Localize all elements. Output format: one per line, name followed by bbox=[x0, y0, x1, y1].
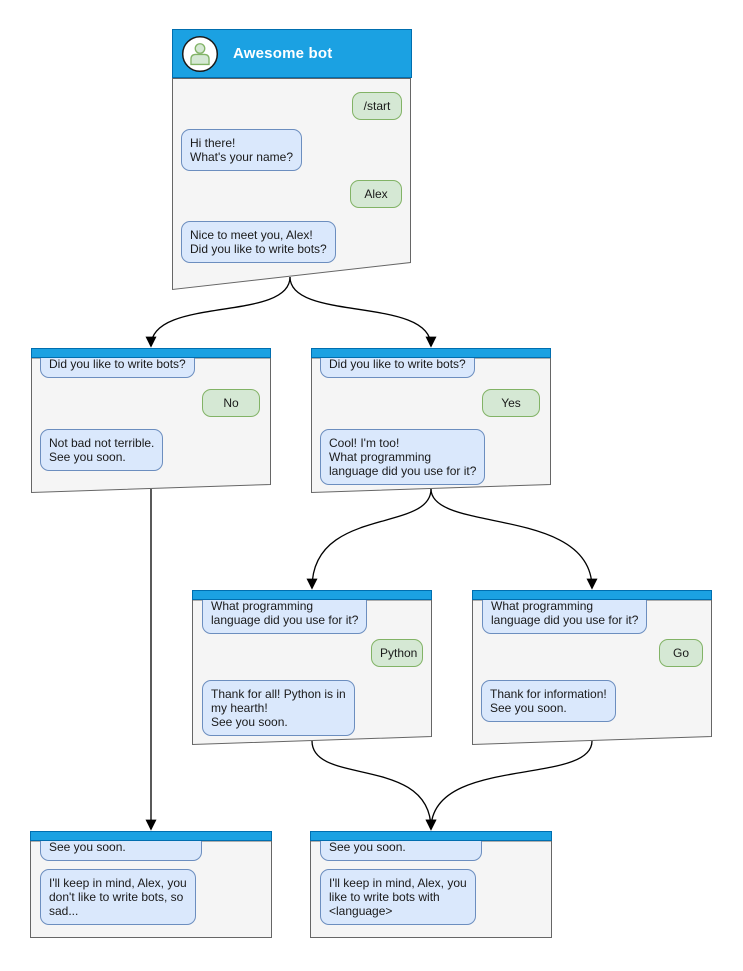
bot-message-bubble: Not bad not terrible. See you soon. bbox=[40, 429, 164, 471]
bot-message-bubble: I'll keep in mind, Alex, you like to wri… bbox=[320, 869, 476, 925]
bot-message-bubble: Nice to meet you, Alex! Did you like to … bbox=[181, 221, 336, 263]
bot-message-bubble: Cool! I'm too! What programming language… bbox=[320, 429, 486, 485]
connector-yes-to-python bbox=[306, 488, 432, 590]
window-titlebar bbox=[472, 590, 712, 600]
user-reply-bubble: Alex bbox=[350, 180, 402, 208]
chat-window-end-no: See you soon. I'll keep in mind, Alex, y… bbox=[30, 831, 272, 939]
bot-name-title: Awesome bot bbox=[233, 45, 333, 62]
connector-python-to-end bbox=[311, 740, 437, 831]
chat-window-branch-no: Did you like to write bots? No Not bad n… bbox=[31, 348, 271, 494]
window-titlebar bbox=[310, 831, 552, 841]
user-reply-bubble: Go bbox=[659, 639, 703, 667]
window-titlebar bbox=[30, 831, 272, 841]
window-titlebar bbox=[311, 348, 551, 358]
chat-window-end-yes: See you soon. I'll keep in mind, Alex, y… bbox=[310, 831, 552, 939]
connector-go-to-end bbox=[425, 740, 593, 831]
window-titlebar bbox=[31, 348, 271, 358]
bot-avatar-icon bbox=[181, 35, 219, 72]
bot-message-bubble: I'll keep in mind, Alex, you don't like … bbox=[40, 869, 196, 925]
user-reply-bubble: Python bbox=[371, 639, 423, 667]
bot-message-bubble: Thank for all! Python is in my hearth! S… bbox=[202, 680, 355, 736]
user-reply-bubble: /start bbox=[352, 92, 402, 120]
connector-yes-to-go bbox=[430, 488, 598, 590]
chat-window-python: What programming language did you use fo… bbox=[192, 590, 432, 746]
bot-message-bubble: Hi there! What's your name? bbox=[181, 129, 303, 171]
chat-window-go: What programming language did you use fo… bbox=[472, 590, 712, 746]
window-titlebar: Awesome bot bbox=[172, 29, 412, 78]
window-titlebar bbox=[192, 590, 432, 600]
bot-message-bubble: Thank for information! See you soon. bbox=[481, 680, 616, 722]
chat-window-branch-yes: Did you like to write bots? Yes Cool! I'… bbox=[311, 348, 551, 494]
user-reply-bubble: Yes bbox=[482, 389, 540, 417]
user-reply-bubble: No bbox=[202, 389, 260, 417]
chat-window-start: Awesome bot /start Hi there! What's your… bbox=[172, 29, 412, 291]
